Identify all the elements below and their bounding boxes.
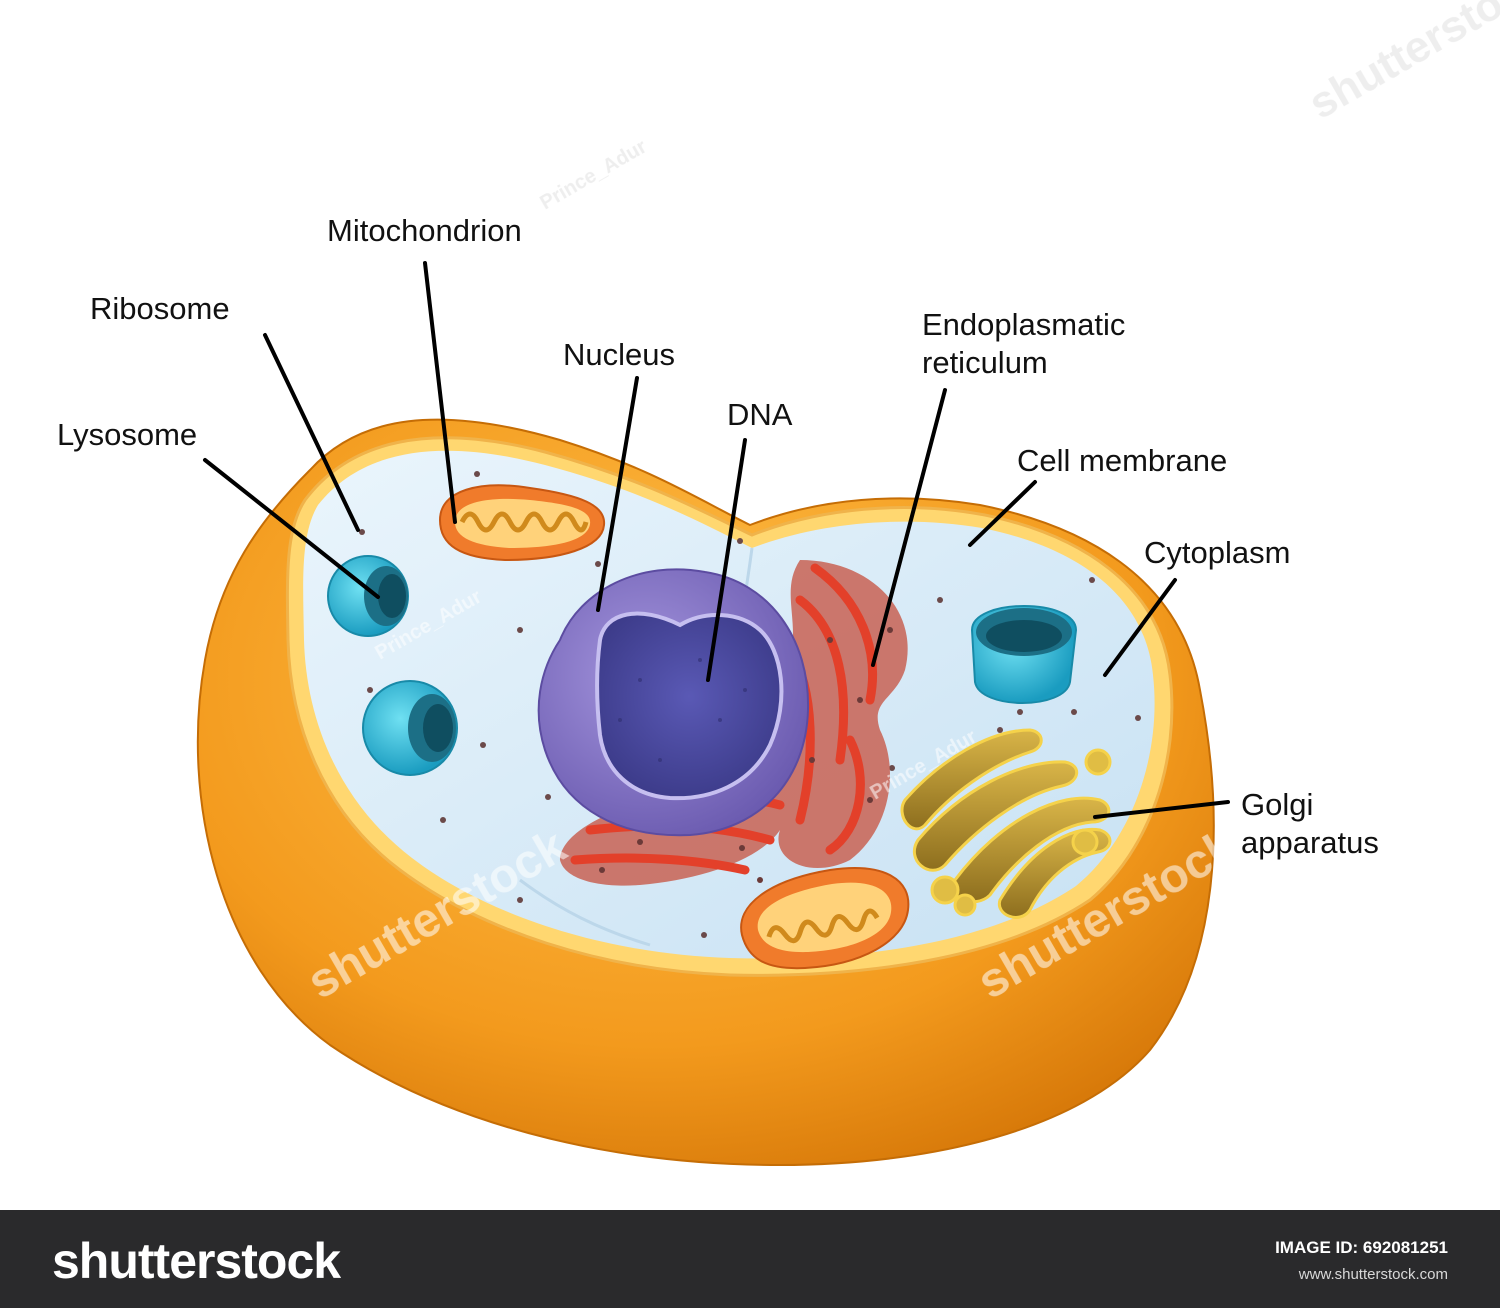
stock-footer: shutterstock IMAGE ID: 692081251 www.shu… — [0, 1210, 1500, 1308]
image-id: IMAGE ID: 692081251 — [1275, 1238, 1448, 1258]
watermark-author: Prince_Adur — [537, 136, 651, 215]
label-golgi-apparatus: Golgi apparatus — [1241, 786, 1379, 862]
label-golgi-line2: apparatus — [1241, 824, 1379, 862]
label-ribosome: Ribosome — [90, 290, 230, 328]
watermark: shutterstock Prince_Adur — [537, 0, 1500, 214]
image-id-label: IMAGE ID: — [1275, 1238, 1358, 1257]
label-cytoplasm: Cytoplasm — [1144, 534, 1290, 572]
image-id-value: 692081251 — [1363, 1238, 1448, 1257]
label-lysosome: Lysosome — [57, 416, 197, 454]
cell-diagram: shutterstock shutterstock Prince_Adur Pr… — [0, 0, 1500, 1210]
watermark-brand: shutterstock — [1301, 0, 1500, 129]
label-mitochondrion: Mitochondrion — [327, 212, 522, 250]
label-dna: DNA — [727, 396, 792, 434]
nucleus — [539, 569, 808, 835]
label-er-line2: reticulum — [922, 344, 1125, 382]
label-golgi-line1: Golgi — [1241, 786, 1379, 824]
label-endoplasmic-reticulum: Endoplasmatic reticulum — [922, 306, 1125, 382]
footer-logo[interactable]: shutterstock — [52, 1232, 340, 1290]
label-cell-membrane: Cell membrane — [1017, 442, 1227, 480]
footer-site-link[interactable]: www.shutterstock.com — [1299, 1266, 1448, 1283]
label-nucleus: Nucleus — [563, 336, 675, 374]
label-er-line1: Endoplasmatic — [922, 306, 1125, 344]
lysosome-3 — [972, 606, 1076, 703]
dna-region — [597, 614, 781, 799]
lysosome-2 — [363, 681, 457, 775]
